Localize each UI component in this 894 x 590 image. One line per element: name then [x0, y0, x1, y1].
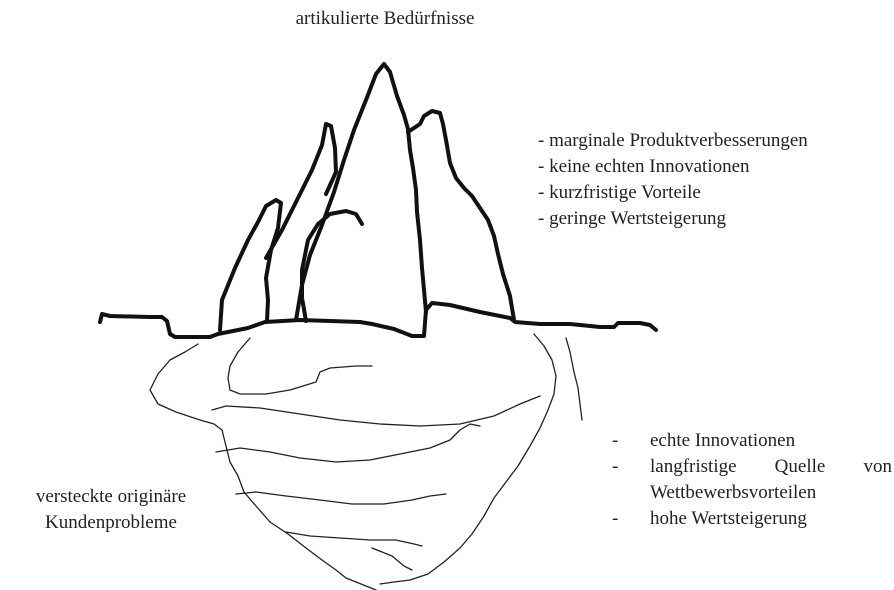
below-water-item-continuation: Wettbewerbsvorteilen	[650, 480, 816, 506]
underwater-outline	[150, 344, 376, 590]
above-water-item: - kurzfristige Vorteile	[538, 180, 808, 206]
iceberg-peak-middle	[266, 124, 336, 258]
underwater-contour-3	[216, 424, 480, 462]
underwater-contour-2	[212, 396, 540, 426]
above-water-item: - geringe Wertsteigerung	[538, 206, 808, 232]
list-dash: -	[612, 506, 618, 532]
underwater-right-edge	[380, 334, 556, 584]
underwater-contour-6	[372, 548, 412, 570]
list-dash: -	[612, 454, 618, 480]
iceberg-peak-main	[296, 64, 426, 320]
list-dash: -	[612, 428, 618, 454]
hidden-problems-label: versteckte originäre Kundenprobleme	[0, 484, 222, 536]
below-water-item: echte Innovationen	[650, 428, 795, 454]
underwater-contour-5	[286, 532, 422, 546]
below-water-item: hohe Wertsteigerung	[650, 506, 807, 532]
above-water-item: - marginale Produktverbesserungen	[538, 128, 808, 154]
underwater-contour-1	[228, 338, 372, 394]
underwater-far-right	[566, 338, 582, 420]
waterline	[100, 303, 656, 337]
above-water-item: - keine echten Innovationen	[538, 154, 808, 180]
below-water-item: langfristige Quelle von	[650, 454, 892, 480]
above-water-list: - marginale Produktverbesserungen - kein…	[538, 128, 808, 232]
iceberg-peak-left	[220, 200, 281, 330]
iceberg-peak-inner	[302, 211, 362, 321]
underwater-contour-4	[236, 492, 446, 504]
